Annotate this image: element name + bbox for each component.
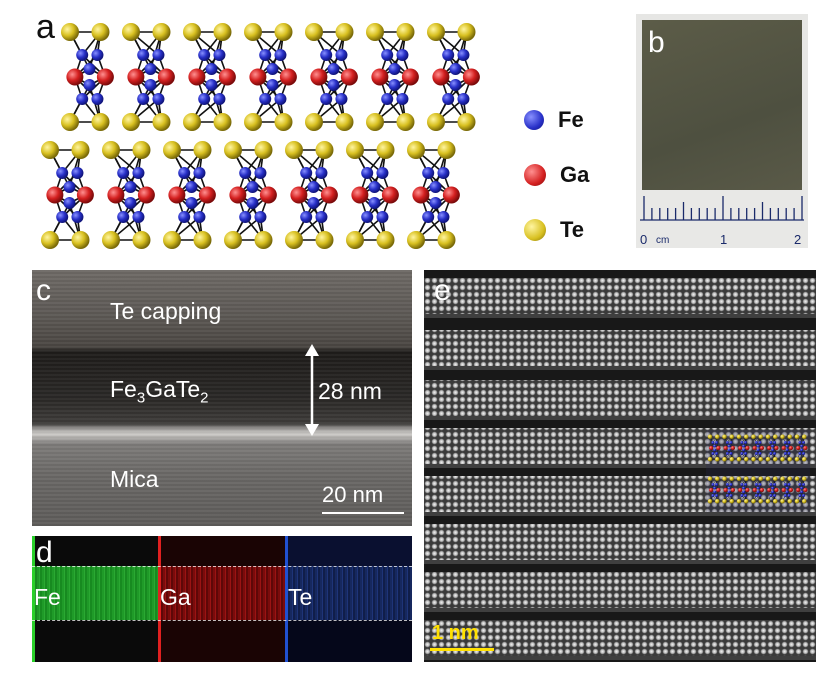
ga-atom-icon bbox=[524, 164, 546, 186]
panel-b-letter: b bbox=[648, 26, 665, 59]
scale-bar-e-label: 1 nm bbox=[432, 622, 479, 644]
legend-item-fe: Fe bbox=[524, 107, 584, 133]
scale-bar-c bbox=[322, 512, 404, 514]
ruler-label-2: 2 bbox=[794, 232, 802, 247]
sample-photo bbox=[642, 20, 802, 192]
ruler-unit: cm bbox=[656, 235, 670, 246]
panel-d: d Fe Ga Te bbox=[32, 536, 412, 662]
legend-label-fe: Fe bbox=[558, 107, 584, 132]
panel-a-letter: a bbox=[36, 8, 55, 46]
legend-item-te: Te bbox=[524, 217, 584, 243]
legend-label-ga: Ga bbox=[560, 162, 590, 187]
crystal-structure-diagram bbox=[41, 23, 480, 249]
ruler-label-1: 1 bbox=[720, 232, 728, 247]
scale-bar-e bbox=[430, 648, 494, 651]
eds-label-ga: Ga bbox=[160, 584, 191, 610]
panel-d-letter: d bbox=[36, 536, 53, 569]
te-atom-icon bbox=[524, 219, 546, 241]
eds-map-fe bbox=[32, 536, 158, 662]
eds-dashed-line-bottom bbox=[32, 620, 412, 621]
structure-inset bbox=[706, 430, 810, 512]
layer-label-te-capping: Te capping bbox=[110, 298, 222, 324]
eds-map-te bbox=[285, 536, 412, 662]
layer-label-fe3gate2: Fe3GaTe2 bbox=[110, 376, 209, 407]
panel-a: a bbox=[0, 0, 520, 260]
ruler bbox=[636, 190, 808, 248]
haadf-image bbox=[424, 270, 816, 662]
eds-label-te: Te bbox=[288, 584, 313, 610]
fe-atom-icon bbox=[524, 110, 544, 130]
scale-bar-c-label: 20 nm bbox=[322, 482, 384, 507]
layer-label-mica: Mica bbox=[110, 466, 159, 492]
panel-b: b 0 cm 1 2 bbox=[636, 14, 808, 248]
panel-e: e 1 nm bbox=[424, 270, 816, 662]
panel-e-letter: e bbox=[434, 274, 451, 307]
legend-label-te: Te bbox=[560, 217, 585, 242]
eds-label-fe: Fe bbox=[34, 584, 61, 610]
ruler-label-0: 0 bbox=[640, 232, 648, 247]
thickness-label: 28 nm bbox=[318, 378, 382, 404]
panel-c: c Te capping Fe3GaTe2 Mica 28 nm 20 nm bbox=[32, 270, 412, 526]
thickness-arrow-icon bbox=[305, 344, 319, 436]
eds-map-ga bbox=[158, 536, 285, 662]
panel-c-letter: c bbox=[36, 274, 51, 307]
legend-item-ga: Ga bbox=[524, 162, 589, 188]
eds-dashed-line-top bbox=[32, 566, 412, 567]
